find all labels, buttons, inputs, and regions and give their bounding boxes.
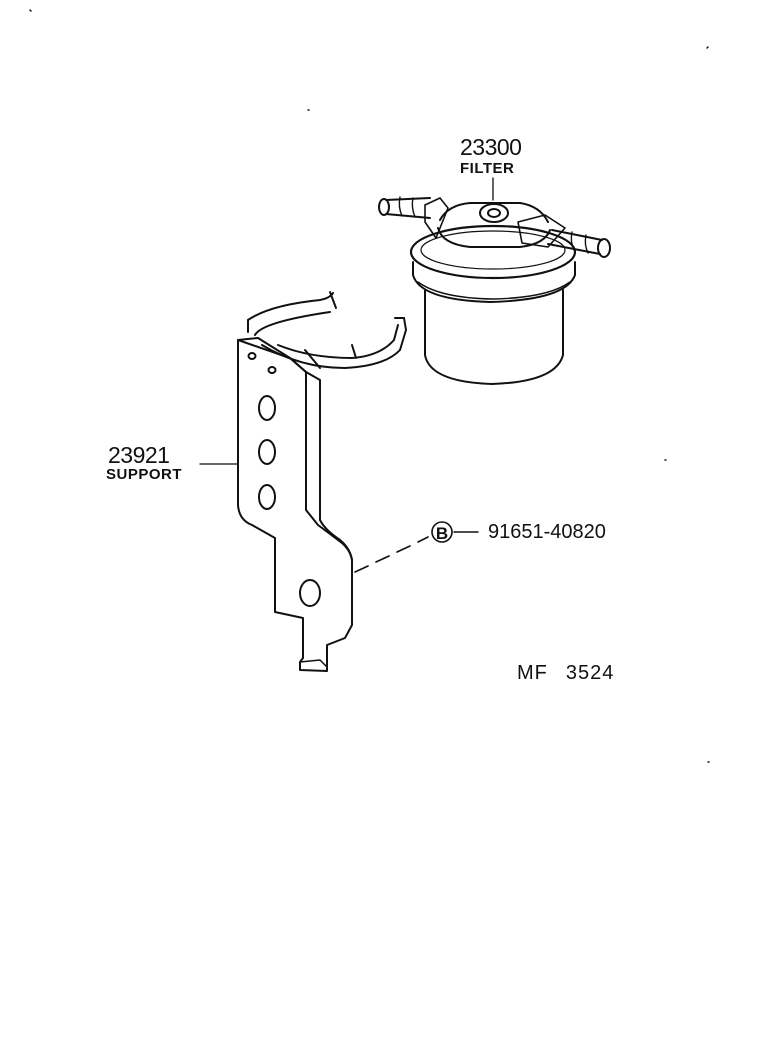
- diagram-code: MF 3524: [517, 662, 614, 685]
- bolt-part-number: 91651-40820: [488, 521, 606, 543]
- filter-part-name: FILTER: [460, 160, 515, 177]
- bolt-symbol-circle: [431, 521, 453, 543]
- diagram-code-prefix: MF: [517, 662, 548, 684]
- bolt-symbol-letter: B: [436, 524, 448, 543]
- filter-part-number: 23300: [460, 134, 522, 160]
- support-part-name: SUPPORT: [106, 466, 183, 483]
- support-bracket-drawing: [199, 291, 407, 672]
- fuel-filter-drawing: [378, 177, 611, 385]
- diagram-code-number: 3524: [565, 662, 615, 684]
- bolt-callout: [354, 521, 479, 573]
- scan-specks: [29, 9, 710, 763]
- support-part-number: 23921: [108, 442, 170, 468]
